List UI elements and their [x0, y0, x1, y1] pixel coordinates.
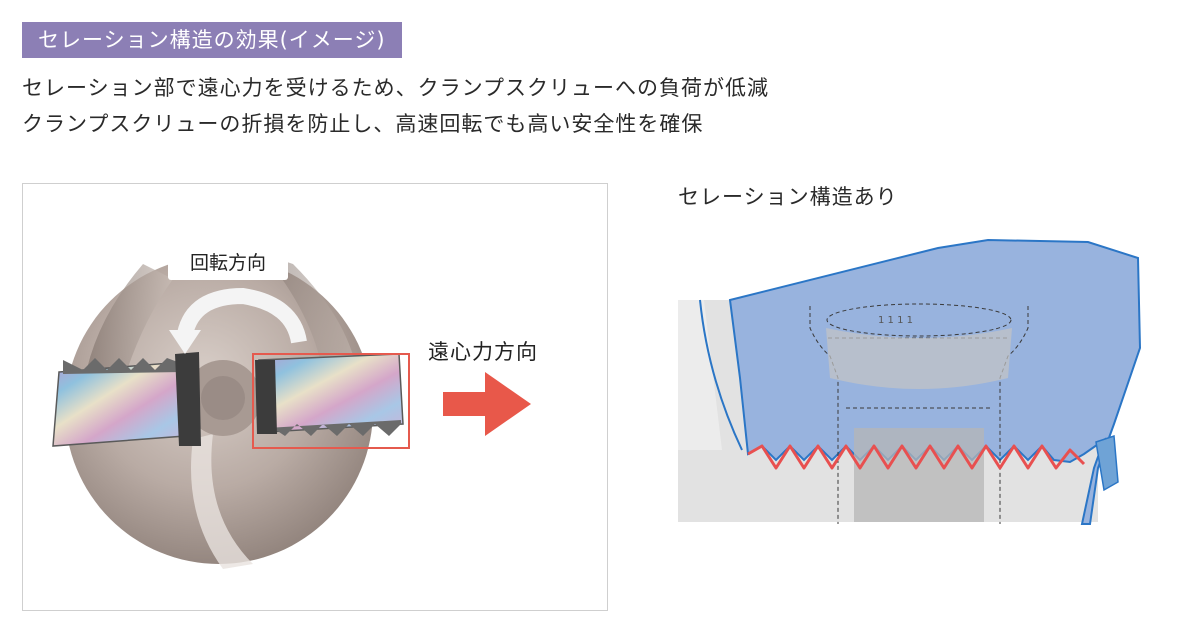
diagram-title: セレーション構造あり: [678, 185, 898, 209]
rotation-direction-label: 回転方向: [168, 246, 288, 280]
serration-cross-section: 1 1 1 1: [678, 238, 1142, 525]
tool-end-illustration: [52, 254, 531, 569]
section-tag: セレーション構造の効果(イメージ): [22, 22, 402, 58]
screw-marking: 1 1 1 1: [878, 315, 913, 326]
description-line-2: クランプスクリューの折損を防止し、高速回転でも高い安全性を確保: [22, 112, 704, 136]
serration-highlight-box: [252, 353, 410, 449]
left-insert: [52, 352, 201, 447]
centrifugal-direction-label: 遠心力方向: [428, 340, 538, 364]
tool-photo-panel: [22, 183, 608, 611]
centrifugal-arrow: [443, 372, 531, 436]
serration-line: [747, 444, 1086, 470]
rotation-arrow: [177, 287, 307, 344]
description-line-1: セレーション部で遠心力を受けるため、クランプスクリューへの負荷が低減: [22, 76, 769, 100]
insert-tip: [1095, 434, 1119, 492]
right-insert: [255, 353, 404, 436]
